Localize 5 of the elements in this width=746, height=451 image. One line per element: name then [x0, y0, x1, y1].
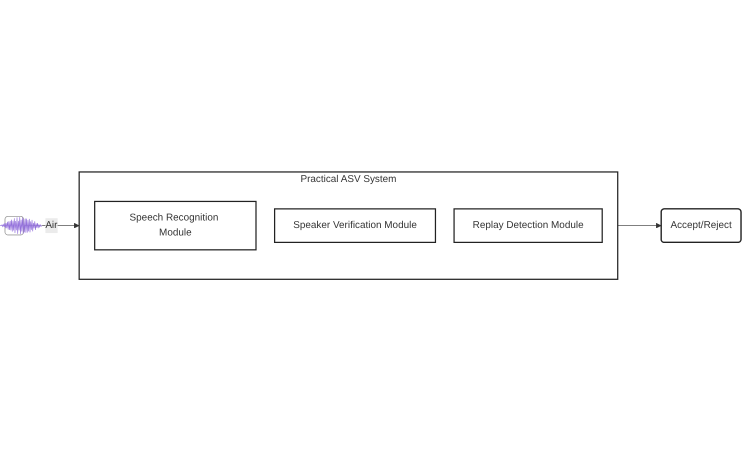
- edge-label: Air: [45, 220, 58, 230]
- arrow: [617, 222, 662, 228]
- node-box: Speech Recognition Module: [94, 200, 257, 250]
- node-box: Replay Detection Module: [453, 208, 603, 243]
- node-box: Speaker Verification Module: [274, 208, 436, 243]
